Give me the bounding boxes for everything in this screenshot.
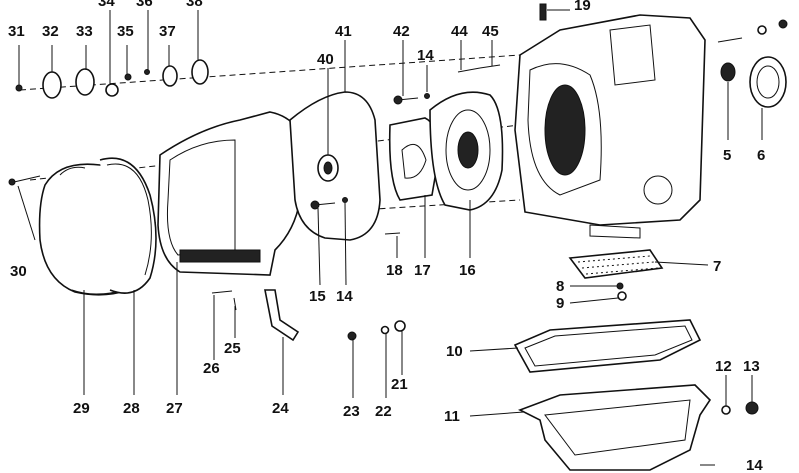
callout-45: 45 (482, 23, 499, 40)
callout-29: 29 (73, 400, 90, 417)
callout-14-top: 14 (417, 47, 434, 64)
callout-10: 10 (446, 343, 463, 360)
callout-21: 21 (391, 376, 408, 393)
callout-25: 25 (224, 340, 241, 357)
callout-labels: 31 32 33 34 35 36 37 38 41 40 42 14 44 4… (8, 0, 765, 473)
callout-24: 24 (272, 400, 289, 417)
callout-19: 19 (574, 0, 591, 14)
intermediate-housing-part (157, 111, 306, 276)
callout-9: 9 (556, 295, 564, 312)
plug-part (720, 62, 736, 82)
callout-18: 18 (386, 262, 403, 279)
callout-40: 40 (317, 51, 334, 68)
callout-7: 7 (713, 258, 721, 275)
callout-6: 6 (757, 147, 765, 164)
callout-12: 12 (715, 358, 732, 375)
callout-37: 37 (159, 23, 176, 40)
leader-lines (17, 9, 763, 417)
callout-8: 8 (556, 278, 564, 295)
callout-23: 23 (343, 403, 360, 420)
callout-14-mid: 14 (336, 288, 353, 305)
oil-pipe-part (264, 289, 300, 342)
callout-36: 36 (136, 0, 153, 10)
fastener-parts (8, 3, 788, 466)
callout-15: 15 (309, 288, 326, 305)
callout-14-bottom: 14 (746, 457, 763, 473)
callout-31: 31 (8, 23, 25, 40)
callout-13: 13 (743, 358, 760, 375)
callout-28: 28 (123, 400, 140, 417)
shaft-seal-part (749, 56, 787, 108)
callout-34: 34 (98, 0, 115, 10)
gearbox-housing-part (514, 14, 706, 239)
callout-38: 38 (186, 0, 203, 10)
oil-pan-part (518, 384, 712, 471)
callout-11: 11 (444, 408, 460, 425)
oil-pan-gasket-part (513, 319, 702, 373)
callout-27: 27 (166, 400, 183, 417)
bearing-flange-part (429, 91, 504, 211)
callout-17: 17 (414, 262, 431, 279)
callout-33: 33 (76, 23, 93, 40)
callout-32: 32 (42, 23, 59, 40)
callout-30: 30 (10, 263, 27, 280)
callout-16: 16 (459, 262, 476, 279)
callout-41: 41 (335, 23, 352, 40)
callout-5: 5 (723, 147, 731, 164)
oil-screen-part (568, 249, 664, 279)
callout-44: 44 (451, 23, 468, 40)
callout-22: 22 (375, 403, 392, 420)
oil-seal-part (317, 154, 339, 182)
callout-26: 26 (203, 360, 220, 377)
callout-35: 35 (117, 23, 134, 40)
callout-42: 42 (393, 23, 410, 40)
cover-gasket-part (99, 157, 157, 294)
